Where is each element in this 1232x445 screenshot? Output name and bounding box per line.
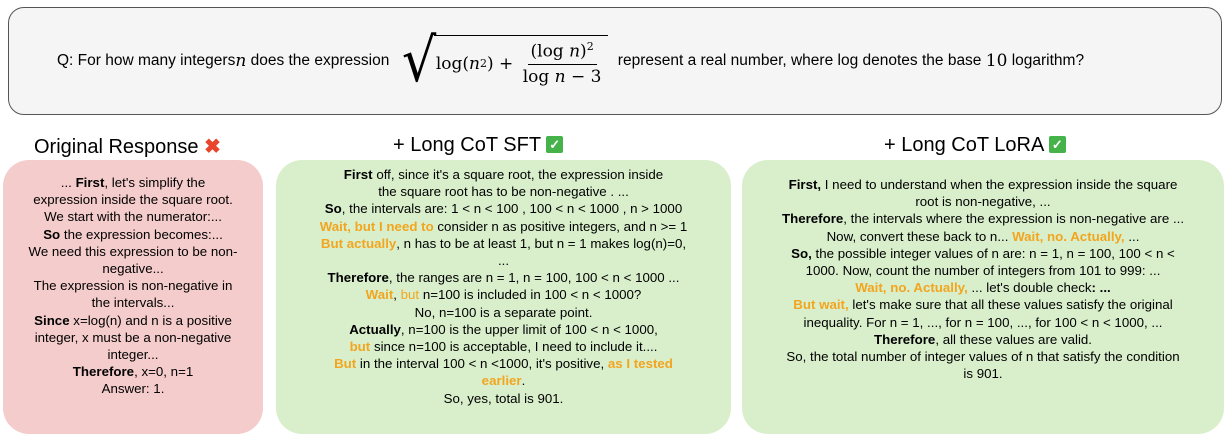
text-line: inequality. For n = 1, ..., for n = 100,… — [803, 314, 1163, 330]
original-response-panel: ... First, let's simplify the expression… — [3, 160, 263, 434]
text-line: 1000. Now, count the number of integers … — [805, 263, 1161, 279]
text-line: So, the possible integer values of n are… — [791, 245, 1175, 261]
text-line: But in the interval 100 < n <1000, it's … — [334, 356, 673, 372]
text-line: Therefore, the ranges are n = 1, n = 100… — [327, 270, 680, 286]
text-line: But wait, let's make sure that all these… — [793, 297, 1173, 313]
text-line: But actually, n has to be at least 1, bu… — [320, 235, 687, 251]
text-line: integer... — [107, 347, 159, 363]
cross-icon: ✖ — [204, 136, 221, 158]
text-line: but since n=100 is acceptable, I need to… — [349, 339, 658, 355]
question-suffix: represent a real number, where log denot… — [613, 52, 986, 69]
text-line: So the expression becomes:... — [43, 226, 223, 242]
text-line: negative... — [102, 261, 164, 277]
checkmark-icon: ✓ — [546, 136, 564, 153]
lora-title-text: + Long CoT LoRA — [884, 134, 1044, 156]
text-line: ... — [497, 253, 510, 269]
text-line: the square root has to be non-negative .… — [378, 184, 629, 200]
n-var: n — [469, 53, 480, 74]
question-prefix: Q: For how many integers — [57, 52, 236, 69]
question-suffix2: logarithm? — [1007, 52, 1085, 69]
close-paren: ) — [487, 53, 494, 74]
text-line: Answer: 1. — [101, 381, 165, 397]
question-box: Q: For how many integers n does the expr… — [8, 7, 1222, 115]
num-close: ) — [580, 41, 587, 62]
base-number: 10 — [985, 51, 1008, 71]
sqrt-icon: √ — [401, 26, 436, 96]
text-line: Wait, but I need to consider n as positi… — [319, 218, 688, 234]
den-rest: − 3 — [565, 66, 602, 87]
text-line: No, n=100 is a separate point. — [414, 304, 593, 320]
text-line: the intervals... — [91, 295, 175, 311]
question-middle: does the expression — [246, 52, 394, 69]
exponent: 2 — [480, 57, 487, 70]
num-n: n — [569, 41, 581, 62]
long-cot-lora-title: + Long CoT LoRA ✓ — [884, 134, 1066, 157]
fraction: (log n)2 log n − 3 — [523, 40, 602, 87]
long-cot-sft-panel: First off, since it's a square root, the… — [276, 160, 731, 434]
text-line: So, the total number of integer values o… — [786, 349, 1180, 365]
checkmark-icon: ✓ — [1048, 136, 1066, 153]
text-line: expression inside the square root. — [33, 192, 233, 208]
text-line: First off, since it's a square root, the… — [343, 167, 664, 182]
text-line: Therefore, the intervals where the expre… — [781, 211, 1185, 227]
text-line: integer, x must be a non-negative — [34, 329, 232, 345]
text-line: The expression is non-negative in — [33, 278, 233, 294]
text-line: First, I need to understand when the exp… — [788, 177, 1178, 192]
text-line: Now, convert these back to n... Wait, no… — [826, 228, 1140, 244]
text-line: We start with the numerator:... — [44, 209, 222, 225]
den-log: log — [522, 66, 555, 87]
num-log: (log — [530, 41, 570, 62]
text-line: Since x=log(n) and n is a positive — [34, 312, 232, 328]
question-text: Q: For how many integers n does the expr… — [57, 8, 1084, 114]
long-cot-sft-title: + Long CoT SFT ✓ — [393, 134, 564, 157]
fraction-denominator: log n − 3 — [523, 65, 602, 87]
text-line: earlier. — [481, 373, 526, 389]
original-title-text: Original Response — [34, 136, 199, 158]
text-line: Therefore, x=0, n=1 — [72, 364, 194, 380]
text-line: Wait, but n=100 is included in 100 < n <… — [365, 287, 642, 303]
text-line: Wait, no. Actually, ... let's double che… — [855, 280, 1111, 296]
text-line: We need this expression to be non- — [28, 243, 238, 259]
text-line: is 901. — [963, 366, 1003, 382]
text-line: root is non-negative, ... — [915, 194, 1051, 210]
original-response-title: Original Response ✖ — [34, 134, 221, 159]
text-line: So, yes, total is 901. — [443, 390, 564, 406]
den-n: n — [554, 66, 566, 87]
text-line: So, the intervals are: 1 < n < 100 , 100… — [324, 201, 683, 217]
text-line: ... First, let's simplify the — [60, 175, 206, 190]
num-exponent: 2 — [586, 40, 594, 54]
sft-title-text: + Long CoT SFT — [393, 134, 541, 156]
plus-sign: + — [493, 53, 519, 74]
log-term: log( — [435, 53, 470, 74]
long-cot-lora-panel: First, I need to understand when the exp… — [742, 160, 1224, 434]
text-line: Actually, n=100 is the upper limit of 10… — [349, 321, 658, 337]
variable-n: n — [235, 51, 247, 71]
fraction-numerator: (log n)2 — [527, 40, 597, 65]
text-line: Therefore, all these values are valid. — [873, 331, 1093, 347]
